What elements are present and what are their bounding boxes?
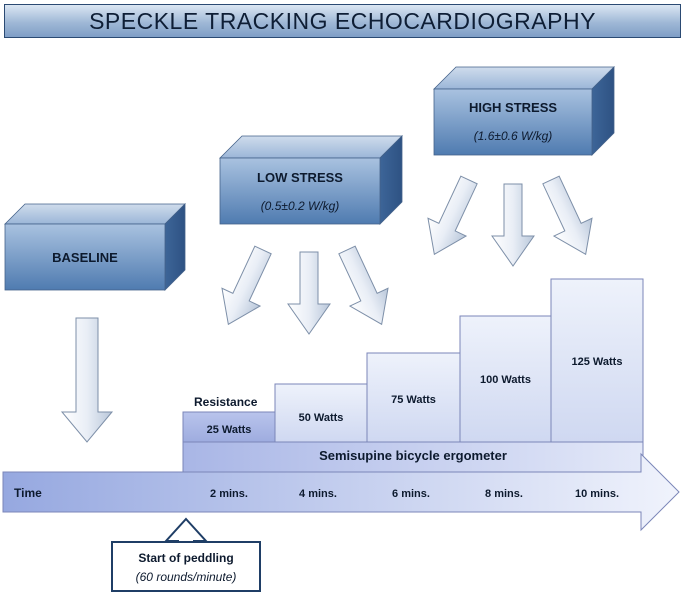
baseline-label: BASELINE <box>52 250 118 265</box>
time-arrow <box>2 452 680 532</box>
step-75w <box>366 352 461 443</box>
time-tick-10: 10 mins. <box>574 488 620 500</box>
high-stress-label: HIGH STRESS <box>468 100 558 115</box>
resistance-steps <box>182 278 644 443</box>
baseline-down-arrow <box>60 317 114 443</box>
low-stress-box <box>219 135 403 225</box>
time-label: Time <box>14 486 42 500</box>
step-label-75w: 75 Watts <box>391 394 436 406</box>
start-rate: (60 rounds/minute) <box>135 570 237 584</box>
time-tick-4: 4 mins. <box>299 488 337 500</box>
time-tick-2: 2 mins. <box>210 488 248 500</box>
step-label-50w: 50 Watts <box>298 412 344 424</box>
baseline-label-wrap: BASELINE <box>5 250 165 265</box>
ergometer-bar <box>182 441 644 473</box>
high-stress-load: (1.6±0.6 W/kg) <box>473 129 553 143</box>
high-stress-arrows <box>427 175 593 267</box>
high-stress-box <box>433 66 615 156</box>
start-title: Start of peddling <box>138 551 234 565</box>
step-label-25w: 25 Watts <box>206 424 252 436</box>
low-stress-label-wrap: LOW STRESS (0.5±0.2 W/kg) <box>220 170 380 213</box>
baseline-box <box>4 203 186 291</box>
start-of-peddling-box: Start of peddling (60 rounds/minute) <box>111 541 261 592</box>
page-title: SPECKLE TRACKING ECHOCARDIOGRAPHY <box>89 7 596 34</box>
step-100w <box>459 315 552 443</box>
high-stress-label-wrap: HIGH STRESS (1.6±0.6 W/kg) <box>434 100 592 143</box>
title-banner: SPECKLE TRACKING ECHOCARDIOGRAPHY <box>4 4 681 38</box>
low-stress-load: (0.5±0.2 W/kg) <box>260 199 340 213</box>
ergometer-label: Semisupine bicycle ergometer <box>319 448 507 463</box>
resistance-label: Resistance <box>194 395 258 409</box>
step-label-125w: 125 Watts <box>571 356 623 368</box>
low-stress-label: LOW STRESS <box>257 170 343 185</box>
low-stress-arrows <box>221 245 389 335</box>
step-50w <box>274 383 368 443</box>
time-tick-8: 8 mins. <box>485 488 523 500</box>
step-125w <box>550 278 644 443</box>
time-tick-6: 6 mins. <box>392 488 430 500</box>
step-label-100w: 100 Watts <box>480 374 531 386</box>
